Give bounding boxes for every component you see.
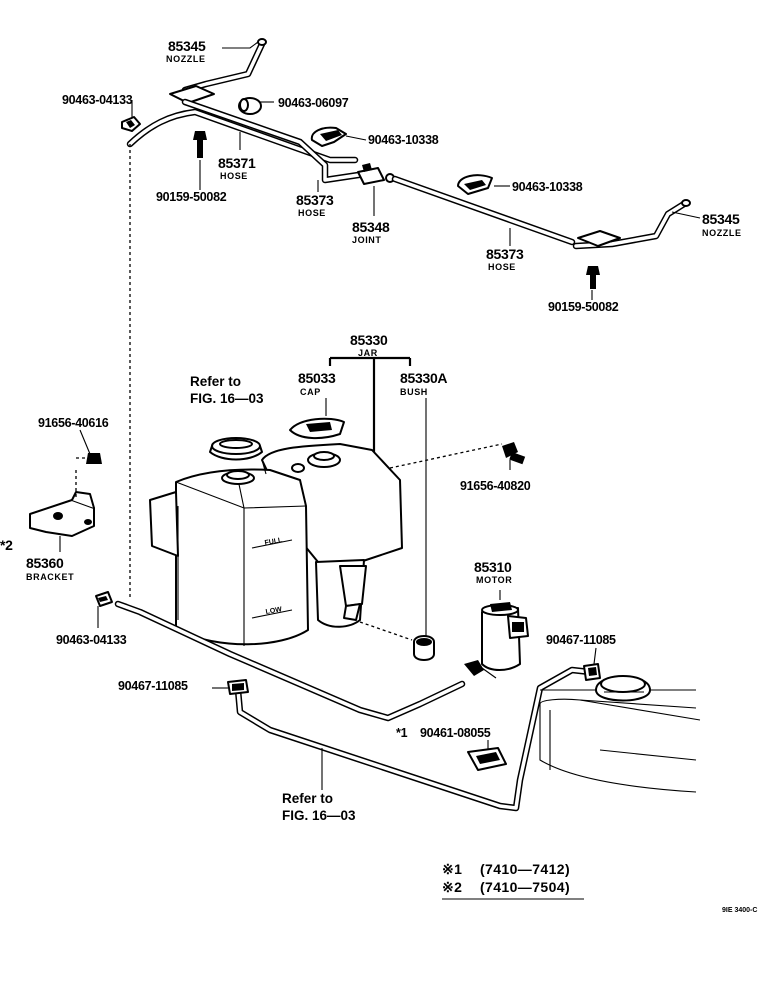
label-grommet: 90463-06097 xyxy=(278,96,349,110)
label-clamp-upper: 90463-10338 xyxy=(368,133,439,147)
joint-part xyxy=(357,163,395,185)
label-clip-upper-left: 90463-04133 xyxy=(62,93,133,107)
label-bush-name: BUSH xyxy=(400,387,428,397)
lower-hose-part xyxy=(114,600,466,722)
legend: ※1 (7410—7412) ※2 (7410—7504) xyxy=(442,861,584,900)
bolt-upper-left-part xyxy=(193,131,207,158)
clamp-hose-left-part xyxy=(227,679,249,695)
jar-tank-part xyxy=(149,443,403,646)
clamp-upper-part xyxy=(310,126,347,147)
label-cap-number: 85033 xyxy=(298,370,336,386)
cap-85033-part xyxy=(289,417,345,440)
label-clip-lower-mark: *1 xyxy=(396,726,408,740)
tank-full-marking: FULL xyxy=(264,537,284,547)
hose-85373-lower-part xyxy=(391,175,576,246)
clip-upper-left-part xyxy=(121,116,141,132)
labels: 85345 NOZZLE 90463-04133 90463-06097 904… xyxy=(0,38,742,823)
bolt-bracket-part xyxy=(76,453,102,464)
legend-range-2: (7410—7504) xyxy=(480,879,570,895)
clip-lower-part xyxy=(467,747,507,771)
label-motor-number: 85310 xyxy=(474,559,512,575)
label-motor-name: MOTOR xyxy=(476,575,512,585)
vehicle-body-part xyxy=(539,675,701,793)
label-nozzle-top-number: 85345 xyxy=(168,38,206,54)
label-bolt-jar: 91656-40820 xyxy=(460,479,531,493)
label-jar-number: 85330 xyxy=(350,332,388,348)
label-hose-85373-upper-name: HOSE xyxy=(298,208,326,218)
legend-range-1: (7410—7412) xyxy=(480,861,570,877)
bolt-jar-part xyxy=(502,442,526,465)
label-ref-upper-line2: FIG. 16—03 xyxy=(190,391,264,406)
bracket-part xyxy=(29,491,95,537)
label-bush-number: 85330A xyxy=(400,370,447,386)
clamp-right-part xyxy=(457,174,493,195)
label-cap-name: CAP xyxy=(300,387,321,397)
label-bolt-upper-left: 90159-50082 xyxy=(156,190,227,204)
label-ref-lower-line2: FIG. 16—03 xyxy=(282,808,356,823)
lower-clip-left-part xyxy=(95,591,113,607)
label-nozzle-top-name: NOZZLE xyxy=(166,54,206,64)
hose-85373-upper-part xyxy=(181,98,369,184)
label-bracket-mark: *2 xyxy=(0,537,13,553)
label-hose-85373-upper-number: 85373 xyxy=(296,192,334,208)
legend-mark-2: ※2 xyxy=(442,879,462,895)
hose-85371-part xyxy=(126,108,359,164)
label-clamp-hose-right: 90467-11085 xyxy=(546,633,616,647)
label-hose-85373-lower-number: 85373 xyxy=(486,246,524,262)
legend-mark-1: ※1 xyxy=(442,861,462,877)
label-nozzle-right-number: 85345 xyxy=(702,211,740,227)
label-ref-upper-line1: Refer to xyxy=(190,374,241,389)
label-bracket-name: BRACKET xyxy=(26,572,74,582)
bush-part xyxy=(413,635,435,661)
nozzle-top-part xyxy=(169,38,267,104)
label-jar-name: JAR xyxy=(358,348,378,358)
label-nozzle-right-name: NOZZLE xyxy=(702,228,742,238)
label-clip-lower-left: 90463-04133 xyxy=(56,633,127,647)
drawing-code: 9IE 3400-C xyxy=(722,907,757,914)
label-clamp-hose-left: 90467-11085 xyxy=(118,679,188,693)
label-bracket-number: 85360 xyxy=(26,555,64,571)
right-hose-part xyxy=(234,666,594,812)
tank-low-marking: LOW xyxy=(265,606,283,616)
leader-lines xyxy=(59,41,701,790)
motor-part xyxy=(464,602,529,679)
label-hose-85373-lower-name: HOSE xyxy=(488,262,516,272)
grommet-part xyxy=(238,97,262,115)
label-joint-number: 85348 xyxy=(352,219,390,235)
label-hose-85371-name: HOSE xyxy=(220,171,248,181)
bolt-right-part xyxy=(586,266,600,289)
label-clamp-right: 90463-10338 xyxy=(512,180,583,194)
clamp-hose-right-part xyxy=(583,663,601,681)
label-ref-lower-line1: Refer to xyxy=(282,791,333,806)
label-bolt-bracket: 91656-40616 xyxy=(38,416,109,430)
label-hose-85371-number: 85371 xyxy=(218,155,256,171)
cap-loose-part xyxy=(209,437,263,461)
nozzle-right-part xyxy=(572,199,691,250)
label-clip-lower-number: 90461-08055 xyxy=(420,726,491,740)
label-bolt-right: 90159-50082 xyxy=(548,300,619,314)
label-joint-name: JOINT xyxy=(352,235,382,245)
